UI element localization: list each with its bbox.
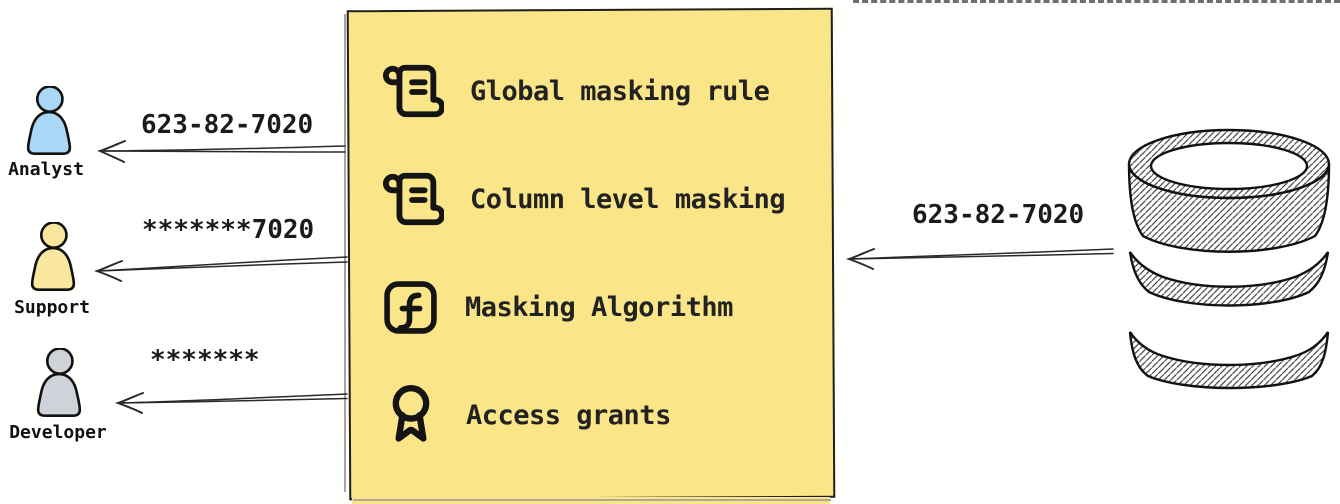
scroll-text-icon — [382, 60, 444, 122]
masking-box-row-column-masking: Column level masking — [348, 161, 830, 237]
award-icon — [382, 383, 440, 447]
item-label: Access grants — [466, 399, 671, 431]
arrow-to-developer — [115, 392, 348, 414]
function-square-icon — [382, 279, 439, 336]
database-arrow-value: 623-82-7020 — [912, 200, 1085, 230]
item-label: Masking Algorithm — [465, 291, 733, 323]
masking-box-row-access-grants: Access grants — [348, 375, 830, 455]
top-dashed-line — [853, 0, 1340, 3]
masking-box-row-algorithm: Masking Algorithm — [348, 271, 830, 343]
developer-label: Developer — [9, 422, 107, 443]
box-sketch-line — [344, 14, 346, 492]
support-arrow-value: *******7020 — [142, 215, 315, 245]
arrow-to-support — [94, 256, 348, 282]
item-label: Global masking rule — [470, 75, 770, 107]
database-icon — [1127, 128, 1331, 390]
masking-box-content: Global masking rule Column level masking — [348, 9, 830, 495]
analyst-person-icon — [26, 86, 72, 156]
box-sketch-line-bottom — [353, 499, 831, 501]
developer-arrow-value: ******* — [150, 345, 260, 375]
item-label: Column level masking — [470, 183, 786, 215]
arrow-to-analyst — [97, 140, 346, 163]
support-person-icon — [30, 222, 76, 292]
scroll-text-icon — [382, 168, 444, 230]
support-label: Support — [14, 297, 90, 318]
arrow-database-to-box — [846, 248, 1114, 270]
analyst-label: Analyst — [8, 159, 84, 180]
analyst-arrow-value: 623-82-7020 — [141, 110, 314, 140]
developer-person-icon — [36, 348, 82, 418]
masking-box-row-global-rule: Global masking rule — [348, 53, 830, 129]
